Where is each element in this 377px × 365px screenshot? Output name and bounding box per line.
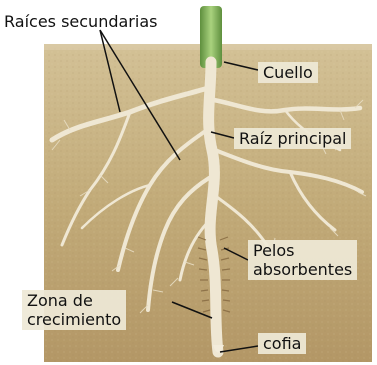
- pointer-cuello: [223, 61, 259, 71]
- label-pelos-line1: Pelos: [253, 241, 295, 260]
- label-raiz-principal: Raíz principal: [234, 128, 352, 149]
- secondary-root-left-3: [146, 176, 211, 312]
- pointer-lines: [99, 29, 259, 353]
- secondary-root-left-5: [80, 183, 152, 230]
- label-zona-line2: crecimiento: [27, 310, 122, 329]
- label-zona-crecimiento: Zona de crecimiento: [22, 290, 127, 330]
- label-raices-secundarias: Raíces secundarias: [4, 12, 158, 31]
- plant-stem: [200, 6, 222, 68]
- secondary-root-left-1b: [60, 110, 132, 247]
- pointer-zona: [171, 301, 213, 319]
- label-cuello: Cuello: [258, 62, 318, 83]
- pointer-raices-2: [99, 29, 181, 161]
- label-cofia: cofia: [258, 333, 307, 354]
- secondary-root-left-4: [178, 218, 212, 282]
- main-root: [203, 56, 224, 358]
- label-pelos-line2: absorbentes: [253, 260, 353, 279]
- root-system: [49, 56, 364, 358]
- label-pelos-absorbentes: Pelos absorbentes: [248, 240, 358, 280]
- secondary-root-right-2b: [288, 170, 337, 232]
- absorbent-hairs: [197, 236, 231, 313]
- pointer-raices-1: [99, 29, 121, 113]
- pointer-cofia: [219, 345, 259, 353]
- label-zona-line1: Zona de: [27, 291, 93, 310]
- pointer-raiz-principal: [210, 131, 235, 139]
- root-cap: [213, 345, 224, 353]
- pointer-pelos: [223, 247, 249, 261]
